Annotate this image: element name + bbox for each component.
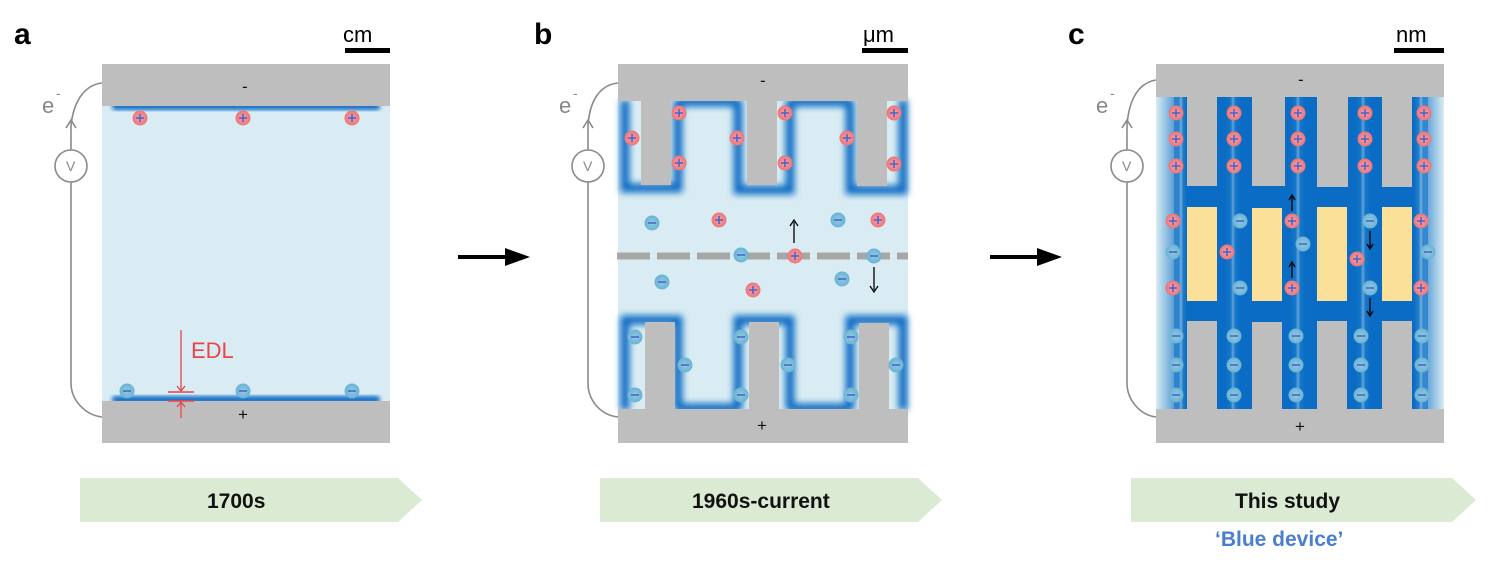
electrode-negative xyxy=(618,64,908,186)
positive-sign: + xyxy=(1295,417,1305,436)
voltmeter-label: V xyxy=(66,158,76,174)
scale-bar xyxy=(1394,48,1444,53)
electron-label: e xyxy=(42,93,54,118)
era-label: This study xyxy=(1235,490,1340,513)
negative-sign: - xyxy=(242,77,248,96)
scale-label-cm: cm xyxy=(343,22,372,47)
electrode-negative xyxy=(1156,64,1444,187)
voltmeter-label: V xyxy=(1122,158,1132,174)
era-banner-b: 1960s-current xyxy=(600,478,942,522)
electron-label: e xyxy=(559,93,571,118)
edl-label: EDL xyxy=(191,338,234,363)
panel-label-c: c xyxy=(1068,18,1085,51)
voltmeter-icon xyxy=(1110,149,1144,183)
panel-c: c nm - + xyxy=(1068,18,1476,551)
electrode-negative xyxy=(102,64,390,106)
negative-sign: - xyxy=(1298,70,1304,89)
positive-sign: + xyxy=(238,405,248,424)
electrode-positive xyxy=(618,322,908,443)
external-circuit: V e - xyxy=(559,82,619,418)
scale-bar xyxy=(345,48,390,53)
electrolyte xyxy=(102,104,390,404)
electrode-positive xyxy=(102,401,390,443)
era-label: 1960s-current xyxy=(692,490,830,513)
arrow-a-to-b xyxy=(458,248,530,266)
scale-label-nm: nm xyxy=(1396,22,1427,47)
scale-label-um: μm xyxy=(863,22,894,47)
era-label: 1700s xyxy=(207,490,265,513)
external-circuit: V e - xyxy=(1096,79,1157,418)
electron-label: e xyxy=(1096,93,1108,118)
voltmeter-icon xyxy=(571,149,605,183)
arrow-b-to-c xyxy=(990,248,1062,266)
external-circuit: V e - xyxy=(42,82,103,418)
era-banner-a: 1700s xyxy=(80,478,422,522)
voltmeter-label: V xyxy=(583,158,593,174)
era-banner-c: This study ‘Blue device’ xyxy=(1131,478,1476,551)
positive-sign: + xyxy=(757,416,767,435)
panel-label-b: b xyxy=(534,18,552,51)
svg-text:-: - xyxy=(573,85,578,101)
scale-bar xyxy=(862,48,908,53)
negative-sign: - xyxy=(760,71,766,90)
panel-b: b μm - + xyxy=(534,18,942,522)
voltmeter-icon xyxy=(54,149,88,183)
ion-flow-arrows xyxy=(789,218,879,294)
edl-annotation: EDL xyxy=(168,330,234,418)
svg-text:-: - xyxy=(56,85,61,101)
ion-flow-arrows xyxy=(1288,193,1374,318)
svg-text:-: - xyxy=(1110,85,1115,101)
nanopillars xyxy=(1187,207,1412,301)
panel-label-a: a xyxy=(14,18,31,51)
device-name: ‘Blue device’ xyxy=(1215,528,1343,551)
panel-a: a cm - + EDL xyxy=(14,18,422,522)
electrode-positive xyxy=(1156,321,1444,443)
